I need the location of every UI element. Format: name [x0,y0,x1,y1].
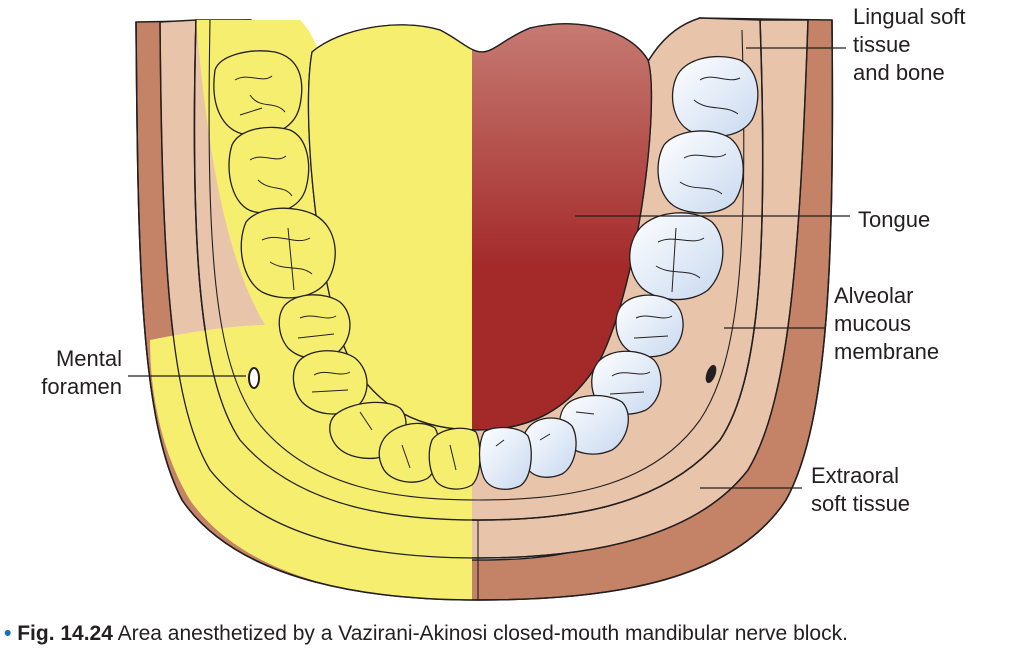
caption-text: Area anesthetized by a Vazirani-Akinosi … [117,622,848,645]
tooth-left-7 [378,422,440,483]
caption-fig-number: Fig. 14.24 [17,622,113,645]
label-extraoral-soft-tissue: Extraoral soft tissue [811,463,911,516]
label-tongue: Tongue [858,207,931,232]
label-alveolar-mucous-membrane: Alveolar mucous membrane [834,283,940,364]
tooth-right-3 [629,212,724,301]
figure-caption: • Fig. 14.24 Area anesthetized by a Vazi… [4,622,848,646]
tooth-left-3 [240,207,336,299]
tooth-right-2 [657,130,744,214]
tooth-left-8 [428,427,481,490]
mental-foramen-left [248,367,260,389]
anesthetized-extraoral [152,326,472,600]
tooth-left-1 [213,50,303,137]
tooth-left-2 [228,126,310,214]
tooth-right-8 [478,426,532,490]
leader-lines [128,47,850,489]
label-lingual-soft-tissue: Lingual soft tissue and bone [853,4,966,85]
tooth-left-4 [278,294,351,359]
tooth-right-4 [615,294,684,358]
caption-bullet: • [4,622,12,645]
tooth-right-1 [671,56,759,138]
label-mental-foramen: Mental foramen [41,346,122,399]
mental-foramen-right [705,364,717,384]
tooth-grooves [234,75,741,471]
